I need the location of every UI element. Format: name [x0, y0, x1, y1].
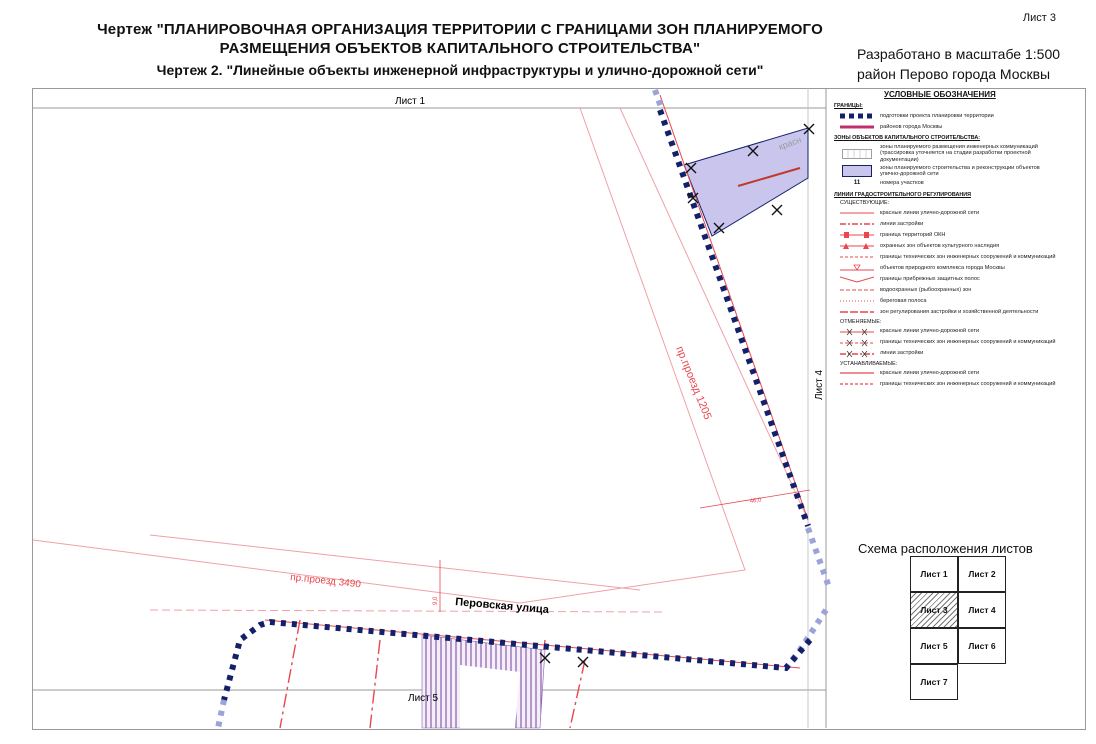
water-zone-icon	[834, 287, 880, 293]
road-zone-polygon	[683, 127, 809, 237]
natural-complex-icon	[834, 264, 880, 272]
boundary-district-icon	[834, 124, 880, 130]
legend-row-zone-engineering: зоны планируемого размещения инженерных …	[834, 144, 1060, 164]
label-perovskaya: Перовская улица	[455, 596, 550, 616]
scale-text: Разработано в масштабе 1:500	[857, 46, 1061, 62]
tech-zone-icon	[834, 255, 880, 259]
building-line-4	[569, 659, 586, 729]
coastal-strip-icon	[834, 275, 880, 283]
legend-row-boundary-district: районов города Москвы	[834, 122, 1060, 132]
scheme-sheet-3[interactable]: Лист 3	[910, 592, 958, 628]
boundary-light-top	[652, 89, 665, 111]
scheme-sheet-1[interactable]: Лист 1	[910, 556, 958, 592]
legend-cancelled-header: ОТМЕНЯЕМЫЕ:	[840, 318, 882, 325]
legend-row-okn: граница территорий ОКН	[834, 230, 1060, 240]
scheme-sheet-6[interactable]: Лист 6	[958, 628, 1006, 664]
legend-row-e-red: красные линии улично-дорожной сети	[834, 368, 1060, 378]
red-line-south	[149, 534, 641, 591]
label-proezd-3490: пр.проезд 3490	[290, 572, 362, 590]
legend-boundaries-header: ГРАНИЦЫ:	[834, 102, 863, 109]
building-line-2	[369, 639, 381, 729]
map-frame	[32, 88, 1086, 730]
legend-row-zone-road: зоны планируемого строительства и реконс…	[834, 165, 1060, 178]
legend-row-plot-number: 11 номера участков	[834, 179, 1060, 189]
legend-title: УСЛОВНЫЕ ОБОЗНАЧЕНИЯ	[884, 90, 996, 99]
red-line-icon	[834, 211, 880, 215]
red-line-east	[619, 107, 809, 521]
red-line-boundary-v	[659, 94, 809, 521]
boundary-light-right	[805, 526, 833, 592]
established-red-line-icon	[834, 371, 880, 375]
label-dim-460: 46,0	[749, 497, 762, 505]
legend-row-boundary-project: подготовки проекта планировки территории	[834, 111, 1060, 121]
scale-info: Разработано в масштабе 1:500 район Перов…	[857, 44, 1060, 84]
dim-line-460	[699, 489, 811, 509]
red-line-dashed	[149, 609, 666, 613]
regulation-zone-icon	[834, 309, 880, 315]
zone-red-mark	[737, 167, 801, 187]
label-sheet-top: Лист 1	[395, 96, 426, 107]
drawing-subtitle: Чертеж 2. "Линейные объекты инженерной и…	[156, 62, 764, 78]
shore-strip-icon	[834, 298, 880, 304]
legend-regulation-header: ЛИНИИ ГРАДОСТРОИТЕЛЬНОГО РЕГУЛИРОВАНИЯ	[834, 191, 971, 198]
building-line-1	[279, 619, 301, 729]
cancelled-red-line-icon	[834, 328, 880, 336]
boundary-project-icon	[834, 113, 880, 119]
legend-row-regulation: зон регулирования застройки и хозяйствен…	[834, 307, 1060, 317]
scheme-title: Схема расположения листов	[858, 541, 1033, 556]
legend-row-natural: объектов природного комплекса города Мос…	[834, 263, 1060, 273]
red-line-parcel	[32, 107, 746, 604]
zone-engineering-icon	[834, 148, 880, 159]
scheme-sheet-4[interactable]: Лист 4	[958, 592, 1006, 628]
legend-row-e-tech: границы технических зон инженерных соору…	[834, 379, 1060, 389]
district-text: район Перово города Москвы	[857, 66, 1051, 82]
boundary-light-bottom	[215, 699, 227, 729]
legend-row-heritage: охранных зон объектов культурного наслед…	[834, 241, 1060, 251]
legend-row-c-red: красные линии улично-дорожной сети	[834, 327, 1060, 337]
sheet-number: Лист 3	[1022, 12, 1056, 24]
legend-row-c-building: линии застройки	[834, 349, 1060, 359]
zone-road-icon	[834, 165, 880, 178]
okn-boundary-icon	[834, 231, 880, 239]
legend-row-coastal: береговая полоса	[834, 296, 1060, 306]
label-proezd-1205: пр.проезд 1205	[673, 345, 713, 422]
label-sheet-right: Лист 4	[814, 369, 825, 400]
scheme-sheet-7[interactable]: Лист 7	[910, 664, 958, 700]
cancelled-building-line-icon	[834, 350, 880, 358]
plot-number-symbol: 11	[853, 180, 861, 187]
heritage-zone-icon	[834, 242, 880, 250]
cancel-marks	[539, 123, 815, 668]
cancelled-tech-zone-icon	[834, 339, 880, 347]
legend-row-coastal-strips: границы прибрежных защитных полос	[834, 274, 1060, 284]
label-dim-small: 9,0	[433, 596, 439, 605]
project-boundary-v	[657, 108, 811, 528]
legend-row-building-lines: линии застройки	[834, 219, 1060, 229]
established-tech-zone-icon	[834, 382, 880, 386]
legend-row-water: водоохранных (рыбоохранных) зон	[834, 285, 1060, 295]
legend-row-c-tech: границы технических зон инженерных соору…	[834, 338, 1060, 348]
legend-existing-header: СУЩЕСТВУЮЩИЕ:	[840, 200, 890, 207]
legend-zones-header: ЗОНЫ ОБЪЕКТОВ КАПИТАЛЬНОГО СТРОИТЕЛЬСТВА…	[834, 135, 981, 142]
legend-established-header: УСТАНАВЛИВАЕМЫЕ:	[840, 360, 898, 367]
scheme-sheet-5[interactable]: Лист 5	[910, 628, 958, 664]
building-line-icon	[834, 222, 880, 226]
drawing-title: Чертеж "ПЛАНИРОВОЧНАЯ ОРГАНИЗАЦИЯ ТЕРРИТ…	[97, 21, 823, 57]
hatched-gap	[460, 665, 520, 728]
legend: УСЛОВНЫЕ ОБОЗНАЧЕНИЯ ГРАНИЦЫ: подготовки…	[834, 90, 1060, 390]
label-sheet-bottom: Лист 5	[408, 693, 439, 704]
sheet-scheme-grid: Лист 1 Лист 2 Лист 3 Лист 4 Лист 5 Лист …	[910, 556, 1008, 704]
legend-row-red-lines: красные линии улично-дорожной сети	[834, 208, 1060, 218]
scheme-sheet-2[interactable]: Лист 2	[958, 556, 1006, 592]
legend-row-tech-zones: границы технических зон инженерных соору…	[834, 252, 1060, 262]
